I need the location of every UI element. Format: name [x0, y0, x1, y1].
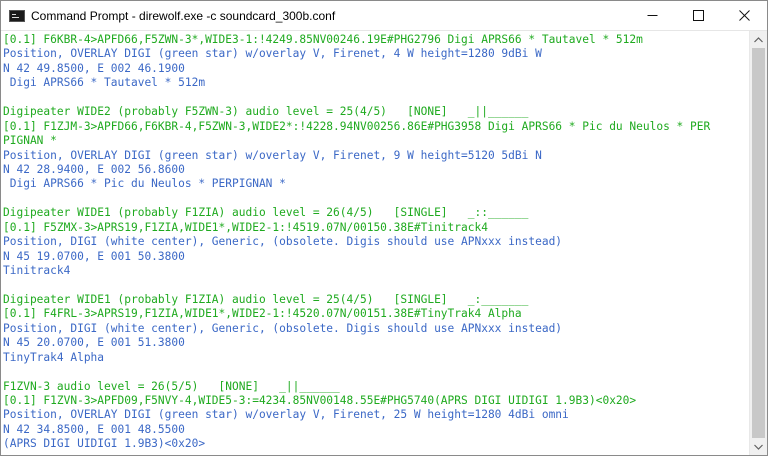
console-line: [0.1] F4FRL-3>APRS19,F1ZIA,WIDE1*,WIDE2-…	[3, 307, 522, 321]
console-line: N 42 28.9400, E 002 56.8600	[3, 162, 185, 176]
console-line: [0.1] F1ZVN-3>APFD09,F5NVY-4,WIDE5-3:=42…	[3, 393, 637, 407]
console-line: Digipeater WIDE1 (probably F1ZIA) audio …	[3, 206, 529, 220]
console-line: Digi APRS66 * Tautavel * 512m	[3, 76, 206, 90]
window-controls	[629, 1, 767, 30]
console-line: Digi APRS66 * Pic du Neulos * PERPIGNAN …	[3, 177, 286, 191]
console-line: Tinitrack4	[3, 264, 71, 277]
console-output[interactable]: [0.1] F6KBR-4>APFD66,F5ZWN-3*,WIDE3-1:!4…	[3, 31, 749, 455]
console-line	[3, 91, 749, 105]
console-line: N 45 20.0700, E 001 51.3800	[3, 336, 185, 350]
minimize-icon	[647, 15, 657, 16]
console-line: F1ZVN-3 audio level = 26(5/5) [NONE] _||…	[3, 379, 340, 393]
console-line: Position, DIGI (white center), Generic, …	[3, 321, 563, 335]
close-button[interactable]	[721, 1, 767, 30]
close-icon	[738, 10, 750, 21]
console-line: Digipeater WIDE2 (probably F5ZWN-3) audi…	[3, 105, 529, 119]
console-line	[3, 192, 749, 206]
console-line: N 42 34.8500, E 001 48.5500	[3, 422, 185, 436]
console-line	[3, 278, 749, 292]
console-line: PIGNAN *	[3, 134, 57, 148]
console-line: [0.1] F6KBR-4>APFD66,F5ZWN-3*,WIDE3-1:!4…	[3, 33, 643, 46]
scroll-up-button[interactable]	[750, 31, 767, 48]
console-line: Position, OVERLAY DIGI (green star) w/ov…	[3, 408, 569, 422]
console-line: Position, OVERLAY DIGI (green star) w/ov…	[3, 148, 542, 162]
maximize-button[interactable]	[675, 1, 721, 30]
console-line: Position, OVERLAY DIGI (green star) w/ov…	[3, 47, 542, 61]
scroll-thumb[interactable]	[752, 48, 765, 438]
title-bar[interactable]: Command Prompt - direwolf.exe -c soundca…	[1, 1, 767, 31]
cmd-icon	[9, 9, 25, 22]
console-line: Digipeater WIDE1 (probably F1ZIA) audio …	[3, 292, 529, 306]
console-line: (APRS DIGI UIDIGI 1.9B3)<0x20>	[3, 437, 206, 451]
console-line: N 42 49.8500, E 002 46.1900	[3, 61, 185, 75]
console-line: N 45 19.0700, E 001 50.3800	[3, 249, 185, 263]
window-title: Command Prompt - direwolf.exe -c soundca…	[31, 8, 336, 23]
console-line	[3, 365, 749, 379]
chevron-down-icon	[754, 444, 763, 450]
minimize-button[interactable]	[629, 1, 675, 30]
console-line: [0.1] F1ZJM-3>APFD66,F6KBR-4,F5ZWN-3,WID…	[3, 119, 711, 133]
console-line: TinyTrak4 Alpha	[3, 350, 105, 364]
console-line: [0.1] F5ZMX-3>APRS19,F1ZIA,WIDE1*,WIDE2-…	[3, 220, 488, 234]
vertical-scrollbar[interactable]	[749, 31, 767, 455]
maximize-icon	[692, 10, 704, 21]
chevron-up-icon	[754, 36, 763, 42]
scroll-down-button[interactable]	[750, 438, 767, 455]
console-line: Position, DIGI (white center), Generic, …	[3, 235, 563, 249]
